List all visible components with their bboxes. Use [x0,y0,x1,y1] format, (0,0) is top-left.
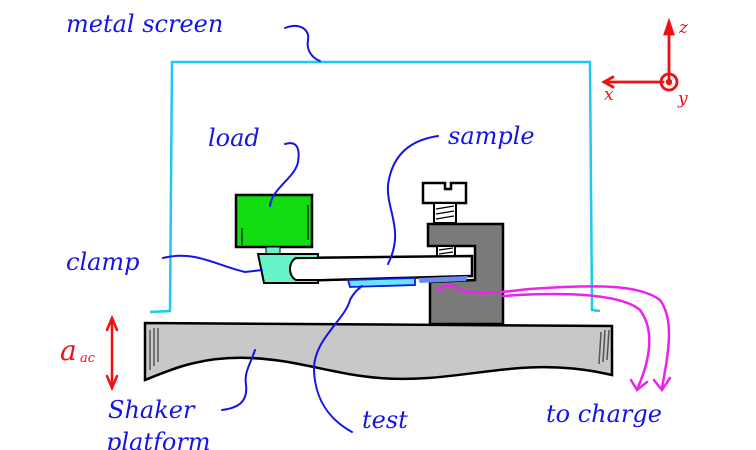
charge-wires [435,284,672,393]
coordinate-axes [601,17,679,92]
clamp-label: clamp [66,248,140,276]
screw [421,181,468,258]
acceleration-label: a [60,334,77,367]
left-clamp [256,253,319,284]
test-label: test [362,406,408,434]
shaker-label-line1: Shaker [108,396,196,424]
clamp-leader [162,254,263,274]
shaker-leader [221,349,256,411]
platform-hatch-right [598,329,610,365]
acceleration-subscript: ac [80,351,96,366]
sample-leader [386,135,439,265]
test-leader [312,285,363,433]
z-axis-label: z [678,18,689,38]
metal-screen-leader [284,24,321,62]
to-charge-label: to charge [546,400,662,428]
metal-screen [149,60,601,314]
sample-contact [418,276,468,283]
metal-screen-label: metal screen [66,10,223,38]
sample-label: sample [448,122,535,150]
platform-hatch-left [149,328,159,370]
load-block [234,193,314,249]
x-axis-label: x [604,85,614,105]
load-leader [269,142,300,207]
shaker-platform [143,321,614,382]
load-label: load [208,124,260,152]
y-axis-label: y [677,89,688,109]
test-electrode [346,277,416,288]
acceleration-arrow [105,314,119,392]
y-axis-out-of-page [659,72,679,92]
shaker-label-line2: platform [106,428,211,450]
